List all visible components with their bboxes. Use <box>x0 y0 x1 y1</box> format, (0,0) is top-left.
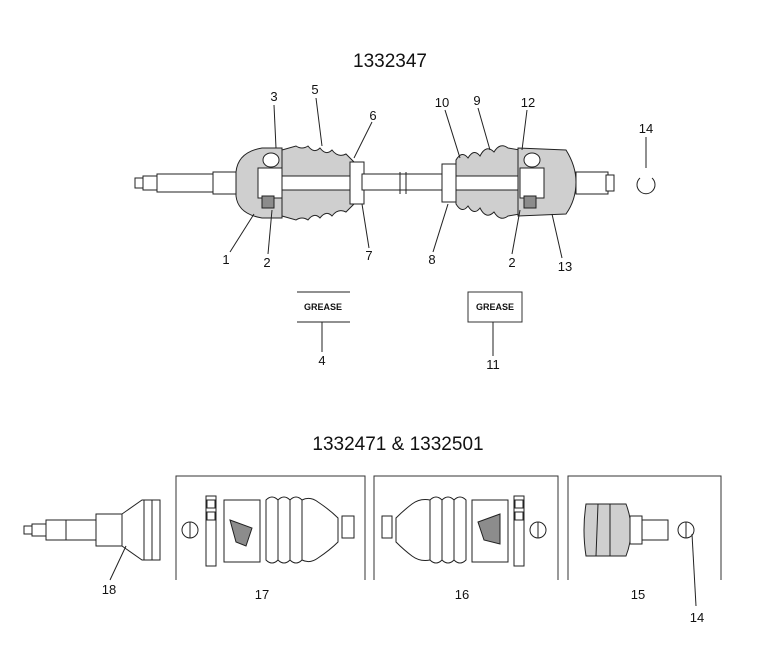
callout-12: 12 <box>521 95 535 110</box>
callout-2-right: 2 <box>508 255 515 270</box>
callout-18: 18 <box>102 582 116 597</box>
callout-10: 10 <box>435 95 449 110</box>
callout-8: 8 <box>428 252 435 267</box>
outer-stub-shaft <box>134 171 244 195</box>
bottom-assembly-title: 1332471 & 1332501 <box>312 434 483 455</box>
callout-6: 6 <box>369 108 376 123</box>
callout-17: 17 <box>255 587 269 602</box>
callout-16: 16 <box>455 587 469 602</box>
callout-5: 5 <box>311 82 318 97</box>
joint-kit-15 <box>583 503 695 557</box>
outer-boot <box>281 145 365 221</box>
grease-tag-right: GREASE <box>467 291 523 323</box>
inner-boot <box>441 145 521 219</box>
callout-7: 7 <box>365 248 372 263</box>
callout-2-left: 2 <box>263 255 270 270</box>
callout-15: 15 <box>631 587 645 602</box>
callout-14-top: 14 <box>639 121 653 136</box>
callout-1: 1 <box>222 252 229 267</box>
inner-cv-housing <box>517 147 615 217</box>
grease-tag-left: GREASE <box>297 291 350 323</box>
boot-kit-17 <box>181 495 355 567</box>
leader-lines-top <box>229 97 647 356</box>
callout-11: 11 <box>486 357 500 372</box>
snap-ring-top <box>636 177 656 195</box>
outer-cv-housing <box>235 147 283 219</box>
top-axle-assembly <box>134 145 656 221</box>
top-assembly-title: 1332347 <box>353 51 427 72</box>
boot-kit-16 <box>381 495 547 567</box>
complete-axle-assembly <box>23 499 161 561</box>
center-shaft <box>361 173 443 191</box>
kit-frames <box>175 475 722 580</box>
callout-4: 4 <box>318 353 325 368</box>
callout-13: 13 <box>558 259 572 274</box>
svg-text:GREASE: GREASE <box>476 302 514 312</box>
svg-text:GREASE: GREASE <box>304 302 342 312</box>
callout-3: 3 <box>270 89 277 104</box>
callout-14-bottom: 14 <box>690 610 704 625</box>
callout-9: 9 <box>473 93 480 108</box>
